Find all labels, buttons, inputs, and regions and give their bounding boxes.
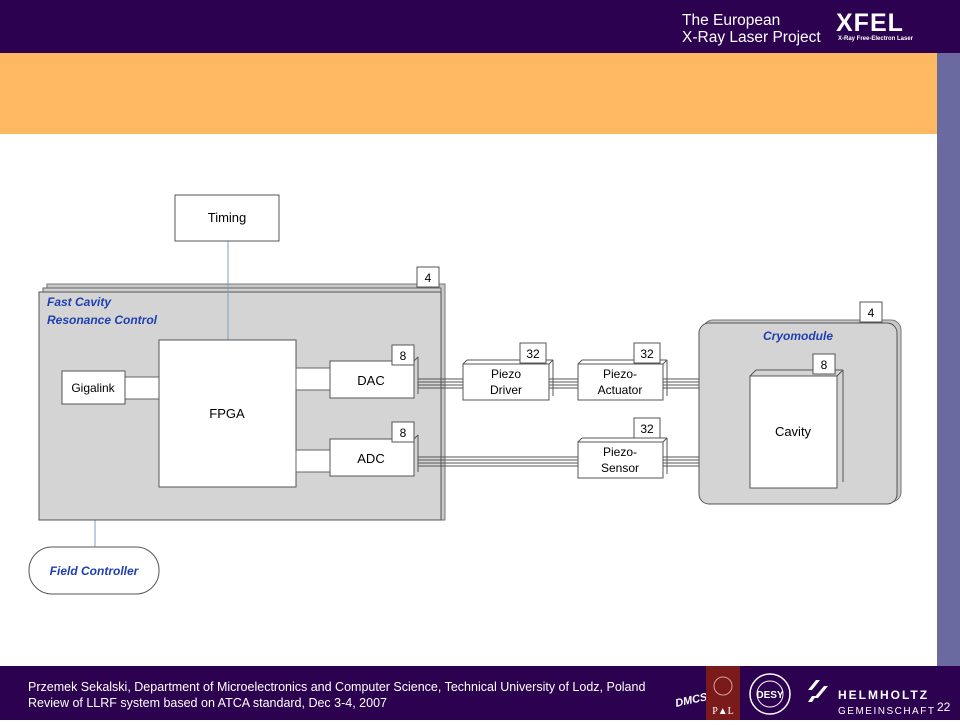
piezo-sensor-count: 32 bbox=[640, 422, 654, 436]
piezo-actuator-label-line1: Piezo- bbox=[603, 367, 637, 381]
dac-label: DAC bbox=[357, 373, 384, 388]
cavity-label: Cavity bbox=[775, 424, 812, 439]
fcrc-count: 4 bbox=[425, 271, 432, 285]
dac-count: 8 bbox=[400, 349, 407, 363]
timing-block: Timing bbox=[174, 194, 280, 242]
title-band bbox=[0, 53, 937, 134]
adc-block: ADC 8 bbox=[329, 421, 419, 477]
xfel-logo: XFEL bbox=[836, 9, 904, 37]
dac-block: DAC 8 bbox=[329, 344, 419, 399]
cryomodule-count: 4 bbox=[868, 306, 875, 320]
helmholtz-icon bbox=[808, 680, 828, 702]
fcrc-label-line1: Fast Cavity bbox=[47, 295, 112, 309]
desy-logo: DESY bbox=[749, 673, 791, 715]
footer-event: Review of LLRF system based on ATCA stan… bbox=[28, 696, 387, 710]
dmcs-logo-text: DMCS bbox=[674, 691, 706, 710]
piezo-driver-label-line2: Driver bbox=[490, 383, 522, 397]
fpga-label: FPGA bbox=[209, 406, 245, 421]
pl-logo: P▲L bbox=[706, 666, 740, 720]
piezo-driver-label-line1: Piezo bbox=[491, 367, 521, 381]
field-controller-label: Field Controller bbox=[50, 564, 140, 578]
cavity-count: 8 bbox=[821, 358, 828, 372]
page-number: 22 bbox=[937, 700, 951, 714]
header-bar: The European X-Ray Laser Project XFEL X-… bbox=[0, 0, 960, 53]
piezo-driver-block: Piezo Driver 32 bbox=[462, 342, 554, 401]
cavity-block: Cavity 8 bbox=[749, 353, 844, 489]
piezo-actuator-count: 32 bbox=[640, 347, 654, 361]
project-title: The European X-Ray Laser Project bbox=[682, 12, 821, 46]
piezo-actuator-block: Piezo- Actuator 32 bbox=[577, 342, 668, 401]
piezo-driver-count: 32 bbox=[526, 347, 540, 361]
helmholtz-name: HELMHOLTZ bbox=[838, 688, 930, 702]
piezo-sensor-block: Piezo- Sensor 32 bbox=[577, 417, 668, 479]
gigalink-label: Gigalink bbox=[71, 381, 115, 395]
xfel-logo-subtitle: X-Ray Free-Electron Laser bbox=[838, 36, 914, 42]
timing-label: Timing bbox=[208, 210, 247, 225]
field-controller-block: Field Controller bbox=[28, 546, 160, 595]
block-diagram: Fast Cavity Resonance Control 4 Timing G… bbox=[23, 182, 919, 603]
piezo-actuator-label-line2: Actuator bbox=[598, 383, 643, 397]
footer-author: Przemek Sekalski, Department of Microele… bbox=[28, 680, 646, 694]
adc-label: ADC bbox=[357, 451, 384, 466]
project-title-line1: The European bbox=[682, 12, 781, 29]
side-bar bbox=[937, 53, 960, 666]
adc-count: 8 bbox=[400, 426, 407, 440]
fpga-block: FPGA bbox=[158, 339, 297, 488]
fcrc-label-line2: Resonance Control bbox=[47, 313, 158, 327]
project-title-line2: X-Ray Laser Project bbox=[682, 29, 821, 46]
pl-logo-text: P▲L bbox=[712, 706, 734, 717]
desy-logo-text: DESY bbox=[756, 690, 784, 701]
footer-bar: Przemek Sekalski, Department of Microele… bbox=[0, 666, 960, 720]
piezo-sensor-label-line1: Piezo- bbox=[603, 445, 637, 459]
helmholtz-subtitle: GEMEINSCHAFT bbox=[838, 706, 936, 717]
cryomodule-label: Cryomodule bbox=[763, 329, 833, 343]
gigalink-block: Gigalink bbox=[61, 370, 126, 405]
piezo-sensor-label-line2: Sensor bbox=[601, 461, 639, 475]
dmcs-logo: DMCS bbox=[672, 666, 706, 720]
